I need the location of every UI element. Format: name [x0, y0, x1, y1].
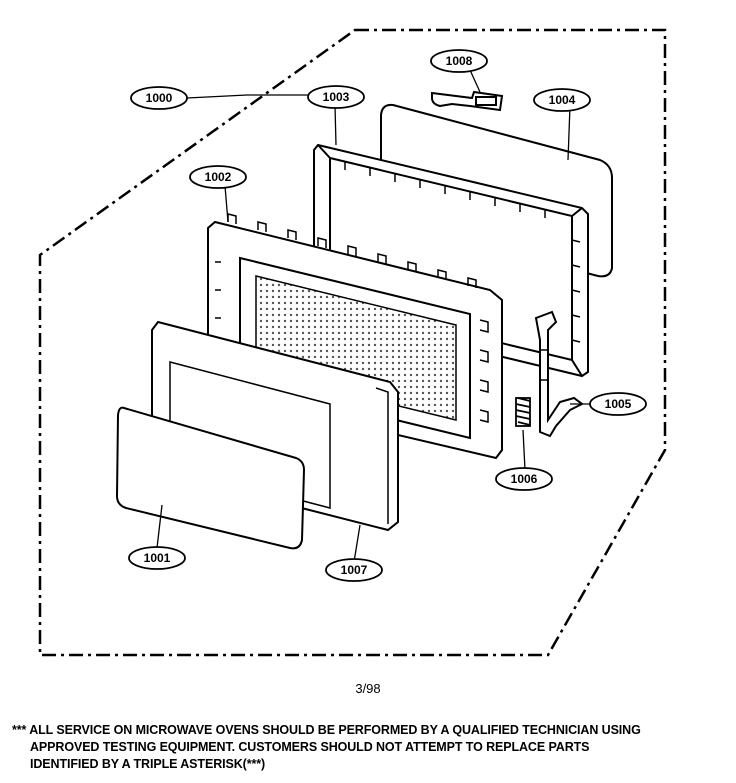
callout-1003: 1003 [307, 85, 365, 109]
callout-1006: 1006 [495, 467, 553, 491]
callout-1007: 1007 [325, 558, 383, 582]
notice-line-1: *** ALL SERVICE ON MICROWAVE OVENS SHOUL… [12, 723, 641, 737]
assembly-boundary [38, 28, 667, 657]
callout-label: 1006 [511, 472, 538, 486]
service-notice: *** ALL SERVICE ON MICROWAVE OVENS SHOUL… [12, 722, 732, 773]
part-1006-spring [515, 397, 531, 427]
callout-1004: 1004 [533, 88, 591, 112]
notice-line-2: APPROVED TESTING EQUIPMENT. CUSTOMERS SH… [30, 740, 590, 754]
part-1001-door-panel [115, 406, 306, 550]
callout-1005: 1005 [589, 392, 647, 416]
callout-label: 1003 [323, 90, 350, 104]
part-1005-hook [534, 310, 584, 438]
callout-label: 1004 [549, 93, 576, 107]
callout-label: 1007 [341, 563, 368, 577]
callout-label: 1008 [446, 54, 473, 68]
exploded-parts-diagram: 1000 1001 1002 1003 1004 1005 1006 1007 … [38, 28, 667, 657]
callout-label: 1001 [144, 551, 171, 565]
callout-1001: 1001 [128, 546, 186, 570]
callout-1008: 1008 [430, 49, 488, 73]
date-code: 3/98 [355, 681, 381, 696]
notice-line-3: IDENTIFIED BY A TRIPLE ASTERISK(***) [30, 757, 266, 771]
callout-1000: 1000 [130, 86, 188, 110]
part-1008-latch [431, 90, 504, 112]
leader-lines [156, 69, 595, 563]
callout-1002: 1002 [189, 165, 247, 189]
callout-label: 1002 [205, 170, 232, 184]
callout-label: 1005 [605, 397, 632, 411]
callout-label: 1000 [146, 91, 173, 105]
